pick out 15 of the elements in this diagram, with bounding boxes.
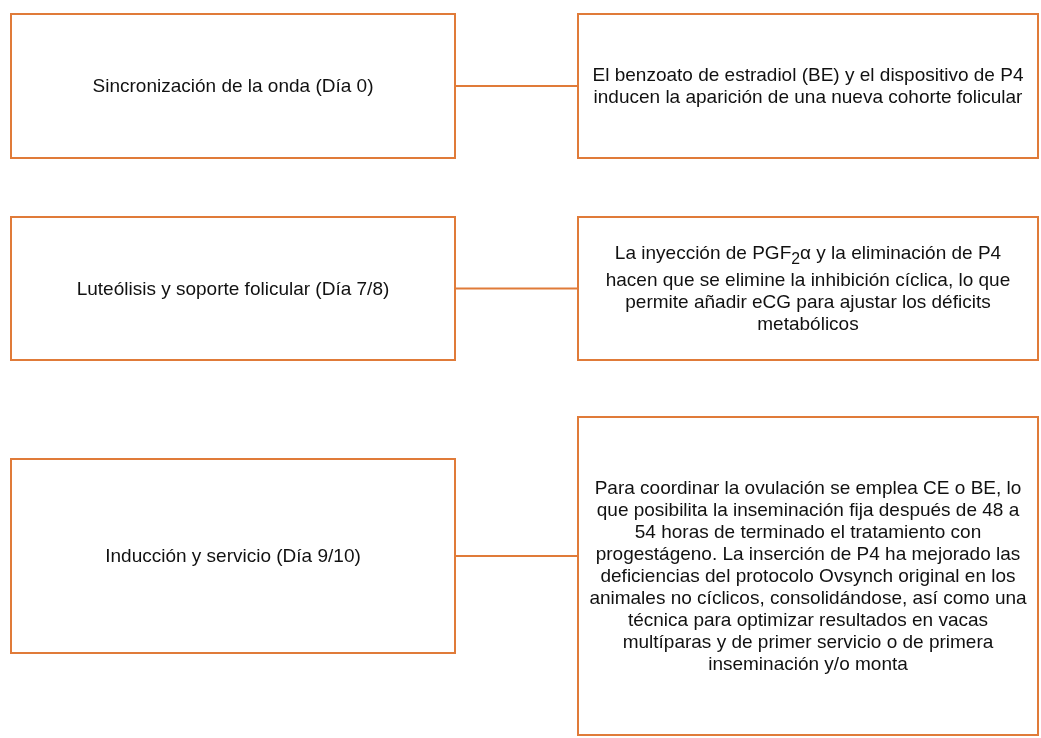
stage-box [10,216,456,361]
stage-box [10,13,456,159]
stage-label: Sincronización de la onda (Día 0) [92,75,374,97]
description-box [577,216,1039,361]
description-text: Para coordinar la ovulación se emplea CE o BE, lo que posibilita la inseminación fija después de 48 a 54 horas de terminado el tratamiento con progestágeno. La inserción de P4 ha mejorado las deficiencias del protocolo Ovsynch original en los animales no cíclicos, consolidándose, así como una técnica para optimizar resultados en vacas multíparas y de primer servicio o de primera inseminación y/o monta [589,477,1027,675]
connector-line [455,85,578,87]
description-box [577,13,1039,159]
stage-label: Inducción y servicio (Día 9/10) [105,545,361,567]
stage-box [10,458,456,654]
description-box [577,416,1039,736]
connector-line [455,287,578,290]
connector-line [455,555,578,557]
description-text: El benzoato de estradiol (BE) y el dispositivo de P4 inducen la aparición de una nueva cohorte folicular [591,64,1025,108]
stage-label: Luteólisis y soporte folicular (Día 7/8) [76,277,390,300]
description-text: La inyección de PGF$_{2}$α y la eliminación de P4 hacen que se elimine la inhibición cíclica, lo que permite añadir eCG para ajustar los déficits metabólicos [604,241,1012,336]
